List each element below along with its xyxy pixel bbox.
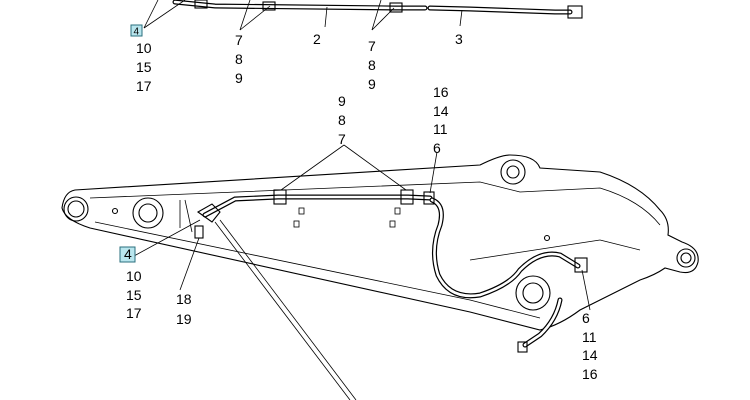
label-top-15: 15	[136, 59, 152, 75]
label-15: 15	[126, 287, 142, 303]
boom-pin-foot-outer	[515, 275, 551, 311]
label-6-top: 6	[433, 140, 441, 156]
label-top-2: 2	[313, 31, 321, 47]
leader-6-16	[581, 269, 591, 311]
label-19: 19	[176, 311, 192, 327]
leader-box-4	[133, 219, 201, 257]
main-ref-box-label: 4	[124, 246, 132, 262]
label-14-top: 14	[433, 103, 449, 119]
boom-pin-mid-inner	[138, 203, 158, 223]
label-top-8b: 8	[368, 57, 376, 73]
hose-clamp-left	[273, 189, 287, 205]
top-clamp-mid	[262, 1, 276, 11]
top-view: 4 10 15 17 7 8 9 2 7 8 9 3	[130, 0, 583, 94]
label-top-8a: 8	[235, 51, 243, 67]
boom-pin-left-inner	[67, 200, 85, 218]
hose-fitting-right	[574, 257, 588, 273]
bracket-mark-3	[394, 207, 401, 215]
boom-pin-left-outer	[63, 196, 89, 222]
leader-9-8-7-a	[280, 144, 345, 191]
label-16-top: 16	[433, 84, 449, 100]
bracket-mark-1	[298, 207, 305, 215]
hose-fitting-top-right	[423, 191, 435, 205]
boom-pin-right-inner	[680, 252, 692, 264]
label-top-7b: 7	[368, 38, 376, 54]
label-7: 7	[338, 131, 346, 147]
main-ref-box	[119, 246, 136, 263]
hose-clamp-right	[400, 189, 414, 205]
bolt-1	[111, 207, 119, 215]
label-18: 18	[176, 291, 192, 307]
top-clamp-right	[389, 2, 403, 13]
label-top-9b: 9	[368, 76, 376, 92]
main-hose-loop	[429, 197, 581, 299]
label-17: 17	[126, 305, 142, 321]
boom-outline	[61, 154, 699, 331]
top-ref-box	[130, 24, 143, 37]
hose-end-fitting	[517, 341, 528, 353]
label-11-right: 11	[582, 329, 597, 345]
boom-view: 4 9 8 7 16 14 11 6 10 15 17 18 19 6 11 1…	[61, 84, 699, 400]
boom-pin-top-inner	[506, 165, 520, 179]
label-top-3: 3	[455, 31, 463, 47]
label-8: 8	[338, 112, 346, 128]
left-bracket	[194, 225, 204, 239]
boom-pin-top-outer	[500, 159, 526, 185]
top-ref-box-label: 4	[134, 27, 140, 38]
top-clamp-left	[194, 0, 208, 9]
boom-pin-mid-outer	[132, 197, 164, 229]
label-11-top: 11	[433, 121, 448, 137]
leader-18-19	[179, 237, 200, 291]
bracket-mark-4	[389, 220, 396, 228]
left-elbow-fitting	[196, 203, 221, 223]
label-top-9a: 9	[235, 70, 243, 86]
label-9: 9	[338, 93, 346, 109]
leader-16-6	[429, 151, 438, 194]
label-top-7a: 7	[235, 32, 243, 48]
top-end-fitting	[567, 5, 583, 19]
label-16-right: 16	[582, 366, 598, 382]
label-6-right: 6	[582, 310, 590, 326]
label-10: 10	[126, 268, 142, 284]
label-14-right: 14	[582, 347, 598, 363]
bolt-2	[543, 234, 551, 242]
bracket-mark-2	[293, 220, 300, 228]
label-top-10: 10	[136, 40, 152, 56]
boom-pin-foot-inner	[522, 282, 544, 304]
boom-pin-right-outer	[676, 248, 696, 268]
leader-9-8-7-b	[343, 144, 407, 191]
label-top-17: 17	[136, 78, 152, 94]
